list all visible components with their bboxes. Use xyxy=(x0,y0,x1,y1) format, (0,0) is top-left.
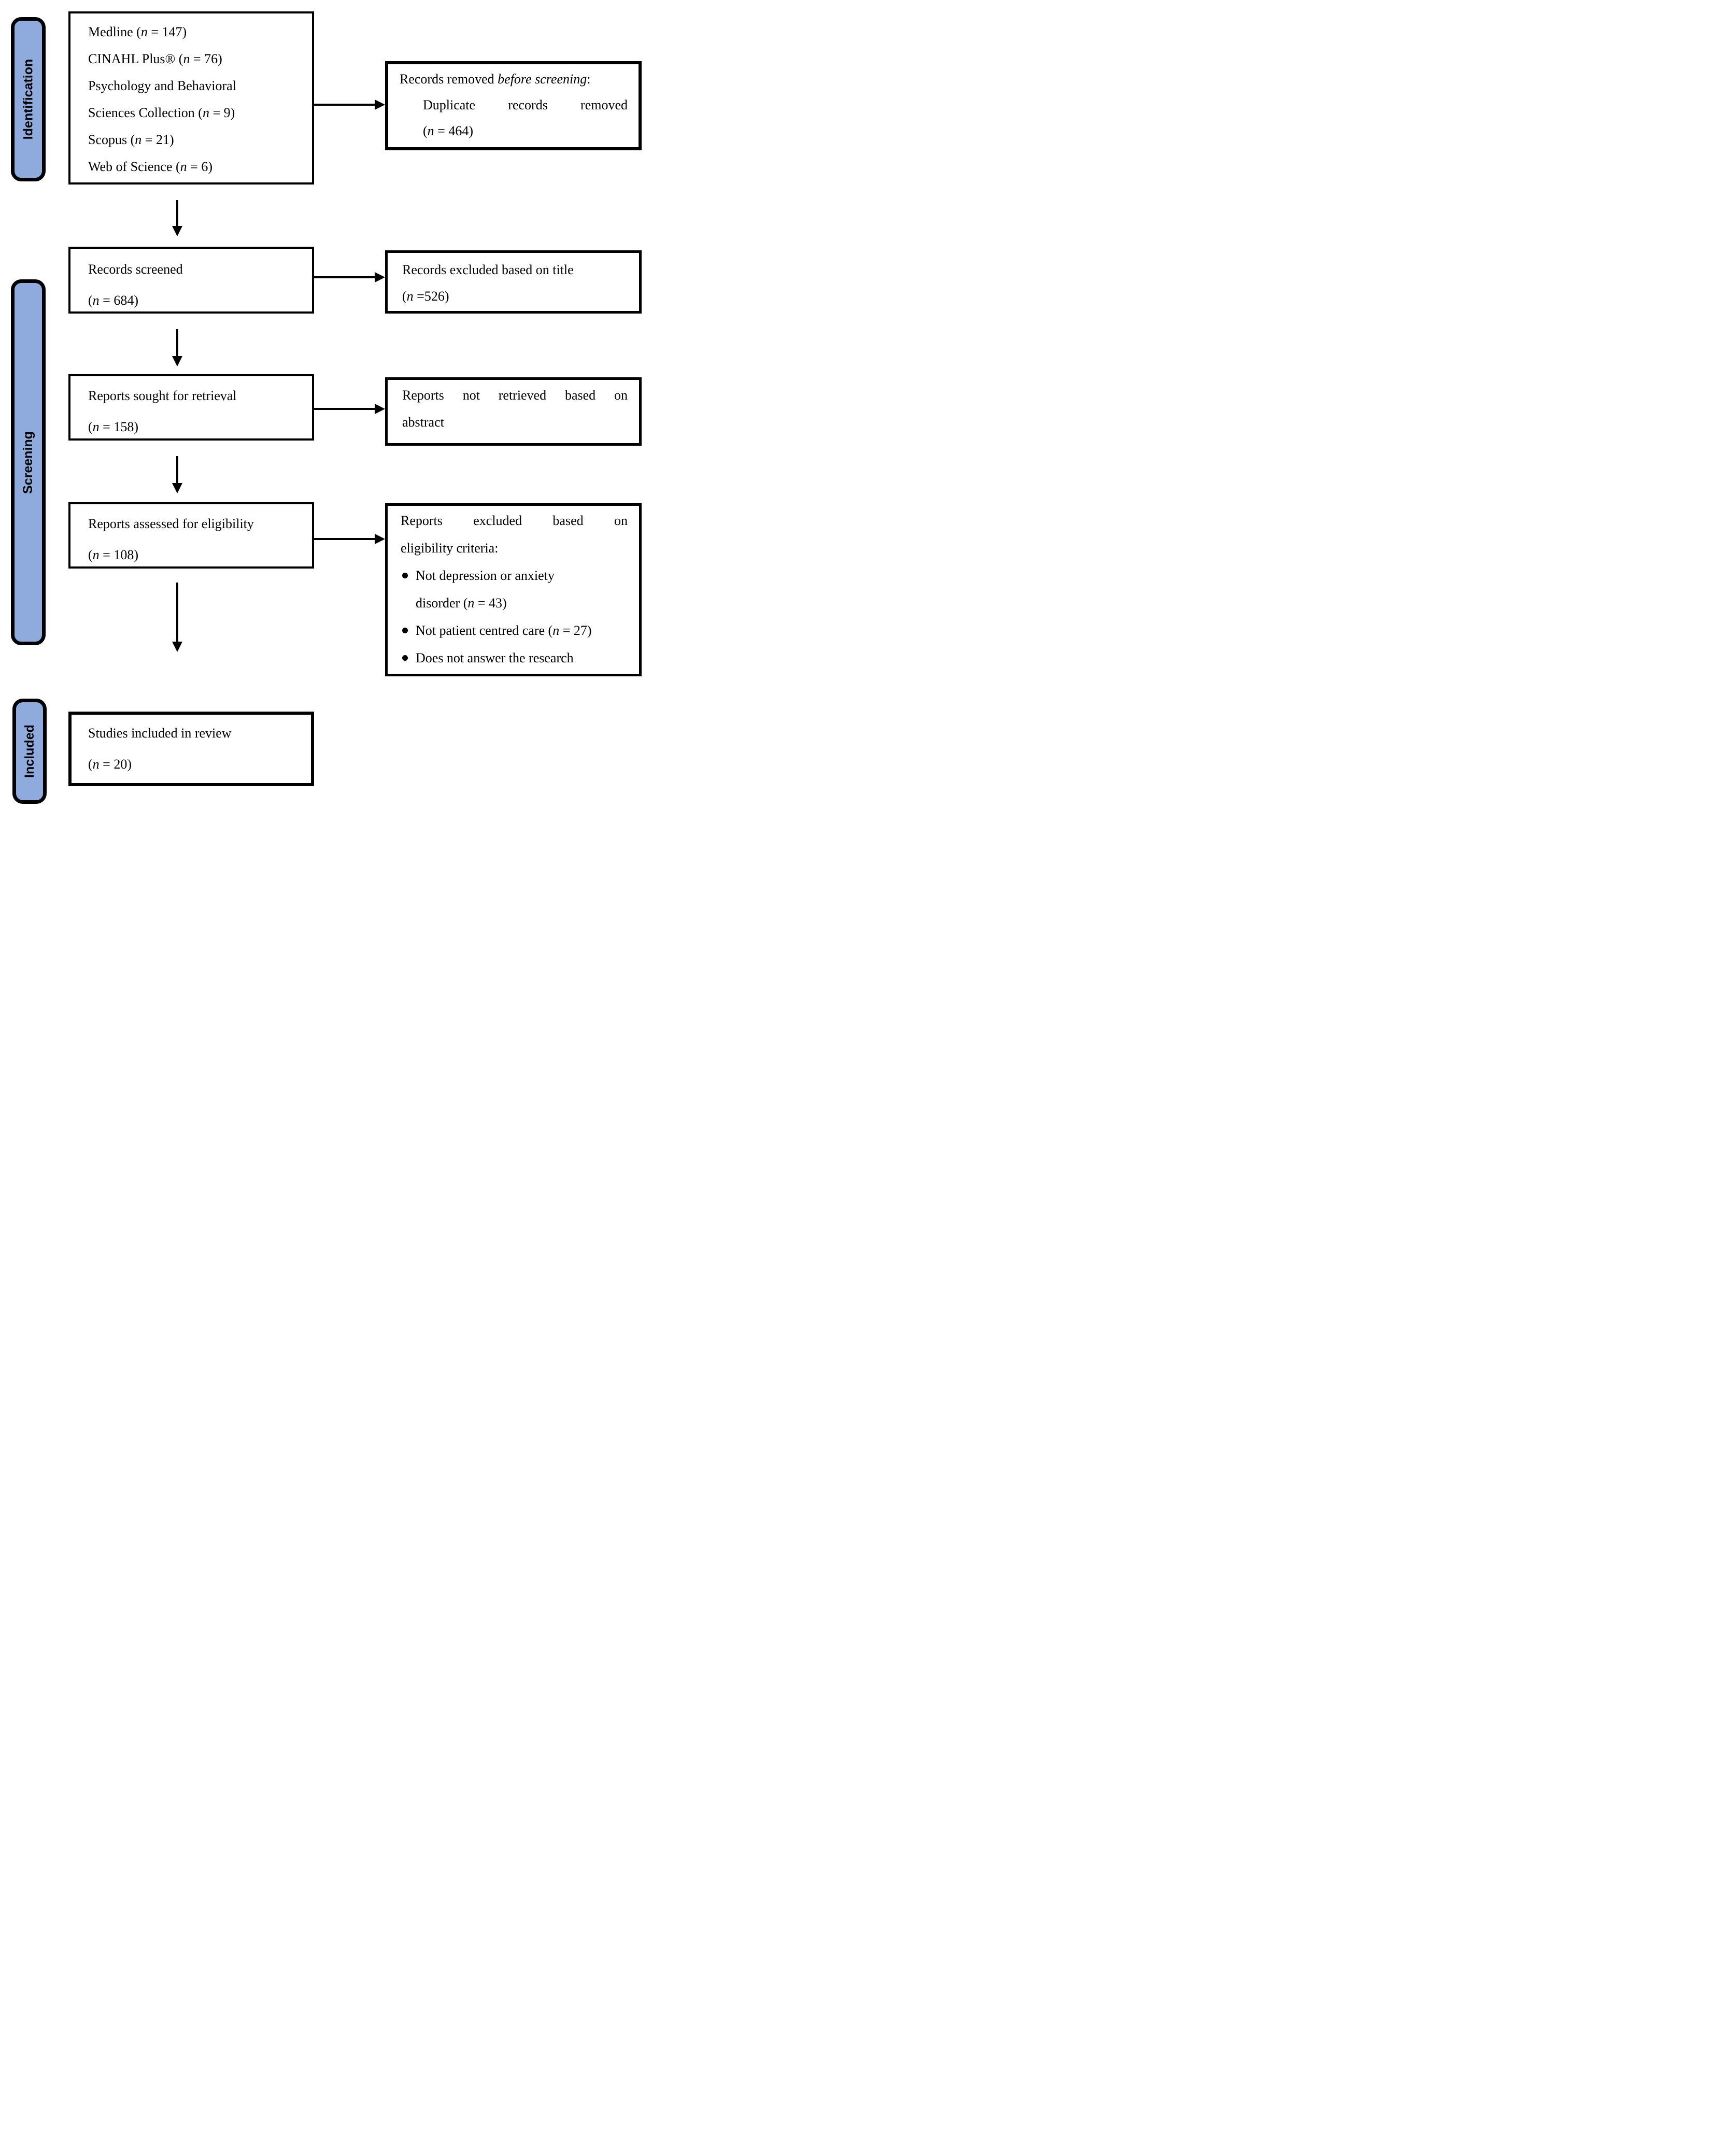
exclusion-bullet-research-question-line: Does not answer the research xyxy=(416,650,574,665)
arrow-down-assessed-to-included xyxy=(172,583,182,652)
arrowhead-down-icon xyxy=(172,483,182,493)
arrowhead-down-icon xyxy=(172,226,182,236)
web-of-science-count: Web of Science (n = 6) xyxy=(88,159,212,174)
box-records-screened: Records screened (n = 684) xyxy=(68,247,314,314)
records-screened-label: Records screened xyxy=(88,262,183,277)
bullet-dot-icon xyxy=(402,655,408,661)
included-label: Included xyxy=(22,725,37,778)
box-records-excluded-title: Records excluded based on title (n =526) xyxy=(385,250,642,314)
reports-sought-label: Reports sought for retrieval xyxy=(88,388,237,403)
reports-assessed-count: (n = 108) xyxy=(88,547,138,562)
records-screened-count: (n = 684) xyxy=(88,293,138,308)
records-removed-count: (n = 464) xyxy=(423,123,473,138)
records-removed-title: Records removed before screening: xyxy=(400,72,591,87)
bullet-dot-icon xyxy=(402,628,408,633)
arrow-shaft xyxy=(176,200,178,226)
arrow-shaft xyxy=(314,408,375,410)
box-identification-sources: Medline (n = 147) CINAHL Plus® (n = 76) … xyxy=(68,11,314,185)
arrowhead-right-icon xyxy=(375,100,385,110)
medline-count: Medline (n = 147) xyxy=(88,24,187,39)
arrowhead-right-icon xyxy=(375,404,385,414)
arrow-right-to-reports-excluded xyxy=(314,534,385,544)
stage-bar-screening: Screening xyxy=(11,279,46,645)
studies-included-count: (n = 20) xyxy=(88,757,132,772)
screening-label: Screening xyxy=(21,431,35,494)
exclusion-bullet-patient-centred-line: Not patient centred care (n = 27) xyxy=(416,623,592,638)
arrow-shaft xyxy=(314,538,375,540)
box-records-removed-before-screening: Records removed before screening: Duplic… xyxy=(385,61,642,150)
arrowhead-down-icon xyxy=(172,642,182,652)
exclusion-bullet-depression-line2: disorder (n = 43) xyxy=(416,595,507,611)
arrow-down-identification-to-screened xyxy=(172,200,182,236)
psych-collection-line2: Sciences Collection (n = 9) xyxy=(88,105,235,120)
box-reports-assessed: Reports assessed for eligibility (n = 10… xyxy=(68,502,314,569)
prisma-flow-diagram: Identification Screening Included Medlin… xyxy=(0,0,643,807)
reports-sought-count: (n = 158) xyxy=(88,419,138,434)
arrow-shaft xyxy=(176,329,178,356)
exclusion-bullet-depression-line1: Not depression or anxiety xyxy=(416,568,555,583)
arrow-shaft xyxy=(314,104,375,106)
exclusion-bullet-patient-centred: Not patient centred care (n = 27) xyxy=(401,617,628,644)
bullet-dot-icon xyxy=(402,573,408,578)
records-excluded-title-label: Records excluded based on title xyxy=(402,262,574,277)
psych-collection-line1: Psychology and Behavioral xyxy=(88,78,236,93)
box-reports-sought: Reports sought for retrieval (n = 158) xyxy=(68,374,314,441)
arrowhead-right-icon xyxy=(375,534,385,544)
arrow-down-screened-to-sought xyxy=(172,329,182,366)
scopus-count: Scopus (n = 21) xyxy=(88,132,174,147)
reports-excluded-title-line2: eligibility criteria: xyxy=(401,541,499,556)
exclusion-bullet-depression: Not depression or anxiety disorder (n = … xyxy=(401,562,628,617)
box-studies-included: Studies included in review (n = 20) xyxy=(68,712,314,786)
stage-bar-included: Included xyxy=(12,699,47,804)
reports-not-retrieved-line2: abstract xyxy=(402,415,444,430)
exclusion-bullet-research-question: Does not answer the research xyxy=(401,644,628,672)
stage-bar-identification: Identification xyxy=(11,17,46,181)
records-excluded-title-count: (n =526) xyxy=(402,289,449,304)
arrow-right-to-records-excluded xyxy=(314,272,385,282)
arrow-shaft xyxy=(176,456,178,483)
identification-label: Identification xyxy=(21,59,35,140)
studies-included-label: Studies included in review xyxy=(88,726,232,741)
arrow-right-to-reports-not-retrieved xyxy=(314,404,385,414)
arrow-down-sought-to-assessed xyxy=(172,456,182,493)
arrowhead-right-icon xyxy=(375,272,385,282)
reports-assessed-label: Reports assessed for eligibility xyxy=(88,516,254,531)
arrow-shaft xyxy=(176,583,178,642)
arrow-right-to-records-removed xyxy=(314,100,385,110)
arrow-shaft xyxy=(314,276,375,278)
arrowhead-down-icon xyxy=(172,356,182,366)
cinahl-count: CINAHL Plus® (n = 76) xyxy=(88,51,222,66)
